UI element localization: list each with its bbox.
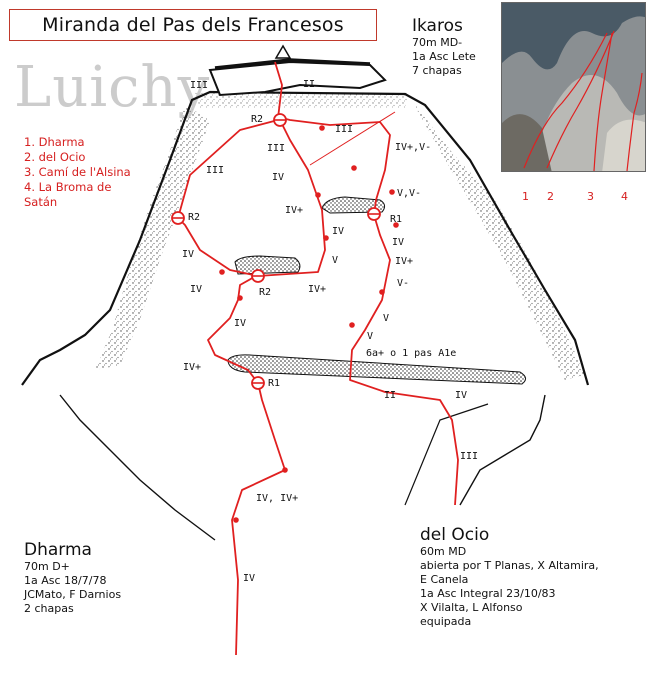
- route-photo-drawing: [502, 3, 645, 171]
- grade-label: IV: [243, 573, 256, 584]
- rock-left-lower: [59, 394, 216, 541]
- dharma-name: Dharma: [24, 540, 92, 560]
- rock-shading-right: [410, 98, 585, 380]
- legend-item-4-cont: Satán: [24, 195, 58, 209]
- ikaros-line: 70m MD-: [412, 36, 463, 49]
- legend-item-1: 1. Dharma: [24, 135, 85, 149]
- grade-label: IV: [190, 284, 203, 295]
- grade-label: 6a+ o 1 pas A1e: [366, 348, 457, 359]
- summit-marker: [274, 44, 292, 59]
- grade-label: IV: [234, 318, 247, 329]
- grade-label: V,V-: [397, 188, 422, 199]
- route-photo: [501, 2, 646, 172]
- approach-line: [404, 403, 489, 506]
- dharma-line: 1a Asc 18/7/78: [24, 574, 107, 587]
- ikaros-line: 1a Asc Lete: [412, 50, 476, 63]
- grade-label: IV+: [308, 284, 327, 295]
- grade-label: III: [460, 451, 479, 462]
- ledge-mid: [234, 255, 301, 275]
- ocio-line: abierta por T Planas, X Altamira,: [420, 559, 599, 572]
- rock-shading-summit: [195, 92, 410, 108]
- grade-label: V: [367, 331, 374, 342]
- grade-label: IV: [392, 237, 405, 248]
- ikaros-pointer: [309, 111, 396, 166]
- grade-label: V: [332, 255, 339, 266]
- route-middle: [257, 119, 326, 277]
- grade-label: IV+: [285, 205, 304, 216]
- photo-number-1: 1: [522, 190, 529, 203]
- route-dharma: [207, 269, 286, 656]
- grade-label: III: [335, 124, 354, 135]
- ocio-line: X Vilalta, L Alfonso: [420, 601, 523, 614]
- legend-item-2: 2. del Ocio: [24, 150, 86, 164]
- grade-label: IV+: [183, 362, 202, 373]
- route-right: [281, 117, 459, 506]
- ocio-info: del Ocio 60m MD abierta por T Planas, X …: [420, 525, 599, 629]
- anchor-label-r2: R2: [251, 114, 264, 125]
- ocio-name: del Ocio: [420, 525, 490, 545]
- grade-label: IV, IV+: [256, 493, 299, 504]
- ikaros-line: 7 chapas: [412, 64, 462, 77]
- grade-label: V-: [397, 278, 410, 289]
- dharma-line: 70m D+: [24, 560, 70, 573]
- anchor-label-r1: R1: [268, 378, 281, 389]
- grade-label: III: [190, 80, 209, 91]
- author-watermark: Luichy: [14, 55, 211, 120]
- ledge-long: [227, 354, 526, 385]
- grade-label: III: [206, 165, 225, 176]
- ocio-line: 1a Asc Integral 23/10/83: [420, 587, 556, 600]
- grade-label: IV: [455, 390, 468, 401]
- ledge-right: [321, 196, 386, 214]
- ocio-line: 60m MD: [420, 545, 467, 558]
- grade-label: II: [303, 79, 316, 90]
- grade-label: IV: [182, 249, 195, 260]
- photo-number-3: 3: [587, 190, 594, 203]
- dharma-line: JCMato, F Darnios: [24, 588, 122, 601]
- anchor-label-r2: R2: [259, 287, 272, 298]
- grade-label: IV: [272, 172, 285, 183]
- route-legend: 1. Dharma 2. del Ocio 3. Camí de l'Alsin…: [24, 135, 131, 210]
- anchor-label-r1: R1: [390, 214, 403, 225]
- route-summit: [274, 61, 283, 119]
- ikaros-name: Ikaros: [412, 16, 463, 36]
- grade-label: V: [383, 313, 390, 324]
- summit-block-top: [214, 58, 371, 70]
- legend-item-4: 4. La Broma de: [24, 180, 112, 194]
- legend-item-3: 3. Camí de l'Alsina: [24, 165, 131, 179]
- topo-title: Miranda del Pas dels Francesos: [9, 9, 377, 41]
- ocio-line: E Canela: [420, 573, 469, 586]
- anchor-label-r2: R2: [188, 212, 201, 223]
- grade-label: IV+: [395, 256, 414, 267]
- rock-outline: [21, 90, 590, 386]
- dharma-info: Dharma 70m D+ 1a Asc 18/7/78 JCMato, F D…: [24, 540, 121, 616]
- ocio-line: equipada: [420, 615, 472, 628]
- dharma-line: 2 chapas: [24, 602, 74, 615]
- rock-shading-left: [95, 105, 210, 370]
- grade-label: II: [384, 390, 397, 401]
- photo-number-2: 2: [547, 190, 554, 203]
- photo-number-4: 4: [621, 190, 628, 203]
- ikaros-info: Ikaros 70m MD- 1a Asc Lete 7 chapas: [412, 16, 476, 78]
- grade-label: IV+,V-: [395, 142, 432, 153]
- rock-right-lower: [459, 394, 546, 506]
- grade-label: III: [267, 143, 286, 154]
- grade-label: IV: [332, 226, 345, 237]
